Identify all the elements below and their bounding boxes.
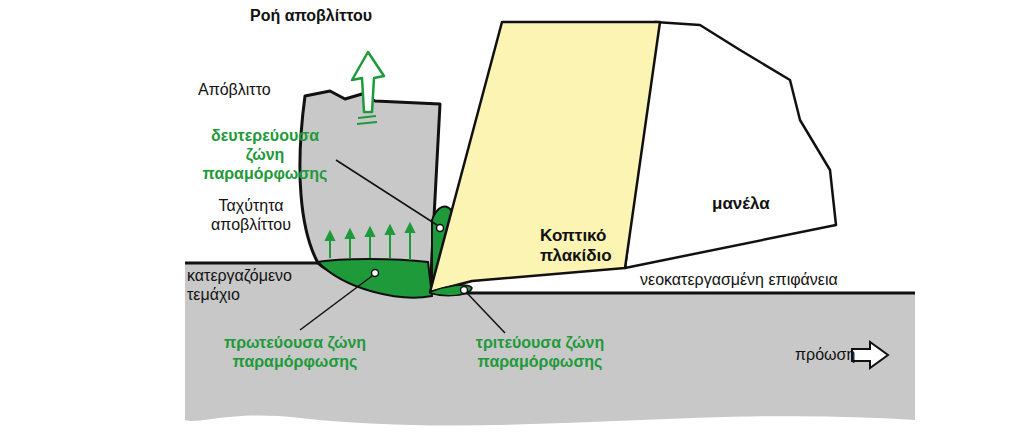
velocity-arrows <box>326 224 414 260</box>
surface-label: νεοκατεργασμένη επιφάνεια <box>640 270 838 289</box>
chip-label: Απόβλιττο <box>198 80 318 99</box>
machined-surface <box>430 292 915 295</box>
chip-flow-label: Ροή αποβλίττου <box>250 6 372 25</box>
cutting-insert: Κοπτικό πλακίδιο <box>425 18 665 298</box>
node-label: Κοπτικό πλακίδιο <box>540 226 620 266</box>
workpiece-label: κατεργαζόμενο τεμάχιο <box>187 266 322 304</box>
zone-label: δευτερεύουσα ζώνη παραμόρφωσης <box>190 126 340 183</box>
zone-label: πρωτεύουσα ζώνη παραμόρφωσης <box>215 333 375 371</box>
workpiece <box>185 263 915 425</box>
node-label: μανέλα <box>712 194 802 214</box>
feed-arrow <box>852 342 888 368</box>
zone-label: τριτεύουσα ζώνη παραμόρφωσης <box>465 333 615 371</box>
velocity-label: Ταχύτητα αποβλίττου <box>196 196 306 234</box>
primary-zone <box>318 259 432 298</box>
chip-flow-arrow <box>352 52 384 112</box>
feed-label: πρόωση <box>795 345 855 364</box>
